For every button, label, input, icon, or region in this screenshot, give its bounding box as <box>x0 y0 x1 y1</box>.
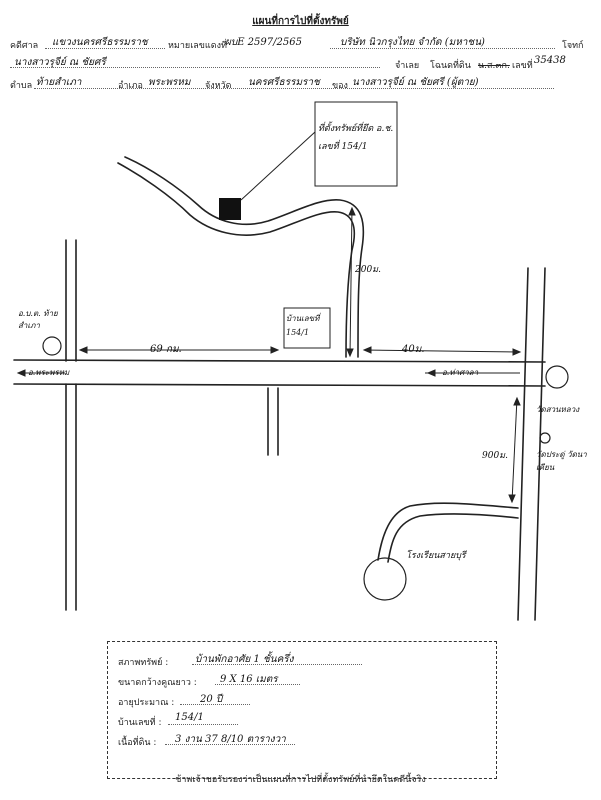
arrow-200m <box>349 207 353 357</box>
location-dotline <box>34 88 554 89</box>
dist-69: 69 กม. <box>150 344 182 355</box>
right-landmark-circle <box>545 365 569 389</box>
area-label: เนื้อที่ดิน : <box>118 738 157 748</box>
court-dotline <box>45 48 165 49</box>
location-map <box>13 101 569 621</box>
area-value: 3 งาน 37 8/10 ตารางวา <box>175 734 286 745</box>
house-box <box>283 307 331 349</box>
winding-road-right-edge <box>124 156 365 358</box>
deed-no-value: 35438 <box>534 55 566 66</box>
dist-900: 900ม. <box>482 451 508 461</box>
house-label: บ้านเลขที่ 154/1 <box>286 314 320 337</box>
size-label: ขนาดกว้างคูณยาว : <box>118 678 197 688</box>
owner-label: ของ <box>332 81 348 91</box>
type-dotline <box>192 664 362 665</box>
school-circle <box>363 557 407 601</box>
property-note: ที่ตั้งทรัพย์ที่ยึด อ.ช. เลขที่ 154/1 <box>318 124 394 152</box>
defendant-dotline <box>10 67 380 68</box>
left-landmark-circle <box>42 336 62 356</box>
winding-road-left-edge <box>117 162 356 358</box>
province-value: นครศรีธรรมราช <box>248 77 320 88</box>
plaintiff-value: บริษัท นิวกรุงไทย จำกัด (มหาชน) <box>340 37 485 48</box>
right-road-edge-1 <box>517 267 529 621</box>
deed-no-label: เลขที่ <box>512 61 533 71</box>
arrow-900m <box>511 397 518 503</box>
right-road-edge-2 <box>534 267 546 621</box>
size-dotline <box>215 684 300 685</box>
house-no-dotline <box>168 724 238 725</box>
subdistrict-label: ตำบล <box>10 81 33 91</box>
school-label: โรงเรียนสายบุรี <box>406 551 466 561</box>
dist-200: 200ม. <box>355 265 381 275</box>
defendant-value: นางสาวรุจีย์ ณ ชัยศรี <box>14 57 106 68</box>
right-landmark-label2: วัดประดู่ วัดนาเคียน <box>536 450 587 472</box>
road-left-label: อ.พระพรหม <box>28 368 70 377</box>
type-value: บ้านพักอาศัย 1 ชั้นครึ่ง <box>195 654 294 665</box>
right-landmark-label1: วัดสวนหลวง <box>536 405 580 414</box>
property-info-box <box>107 641 497 779</box>
property-note-box <box>314 101 398 187</box>
property-marker <box>219 198 241 220</box>
age-label: อายุประมาณ : <box>118 698 175 708</box>
deed-struck: น.ส.๓ก. <box>478 61 510 71</box>
defendant-label: จำเลย <box>395 61 420 71</box>
province-label: จังหวัด <box>205 81 232 91</box>
owner-value: นางสาวรุจีย์ ณ ชัยศรี (ผู้ตาย) <box>352 77 479 88</box>
area-dotline <box>165 744 295 745</box>
house-no-value: 154/1 <box>175 712 204 723</box>
type-label: สภาพทรัพย์ : <box>118 658 169 668</box>
court-value: แขวงนครศรีธรรมราช <box>52 37 148 48</box>
left-landmark-label: อ.บ.ต. ท้ายสำเภา <box>18 309 58 330</box>
plaintiff-label: โจทก์ <box>562 41 584 51</box>
page-title: แผนที่การไปที่ตั้งทรัพย์ <box>252 16 349 27</box>
subdistrict-value: ท้ายสำเภา <box>36 77 82 88</box>
age-value: 20 ปี <box>200 694 223 705</box>
case-no-value: ผบE 2597/2565 <box>225 37 302 48</box>
lower-road-edge-2 <box>387 513 519 563</box>
size-value: 9 X 16 เมตร <box>220 674 278 685</box>
arrow-40m <box>363 349 521 353</box>
main-road-top-edge <box>13 359 546 363</box>
plaintiff-dotline <box>330 48 555 49</box>
age-dotline <box>180 704 250 705</box>
lower-road-edge-1 <box>377 502 519 561</box>
district-value: พระพรหม <box>148 77 191 88</box>
main-road-bottom-edge <box>13 383 546 387</box>
dist-40: 40ม. <box>402 344 425 355</box>
marker-pointer <box>240 131 316 201</box>
house-no-label: บ้านเลขที่ : <box>118 718 162 728</box>
court-label: คดีศาล <box>10 41 39 51</box>
case-no-label: หมายเลขแดงที่ <box>168 41 227 51</box>
certification-text: ข้าพเจ้าขอรับรองว่าเป็นแผนที่การไปที่ตั้… <box>175 775 426 785</box>
deed-label: โฉนดที่ดิน <box>430 61 471 71</box>
district-label: อำเภอ <box>118 81 143 91</box>
small-landmark-circle <box>539 432 551 444</box>
road-right-label: อ.ท่าศาลา <box>442 368 479 377</box>
